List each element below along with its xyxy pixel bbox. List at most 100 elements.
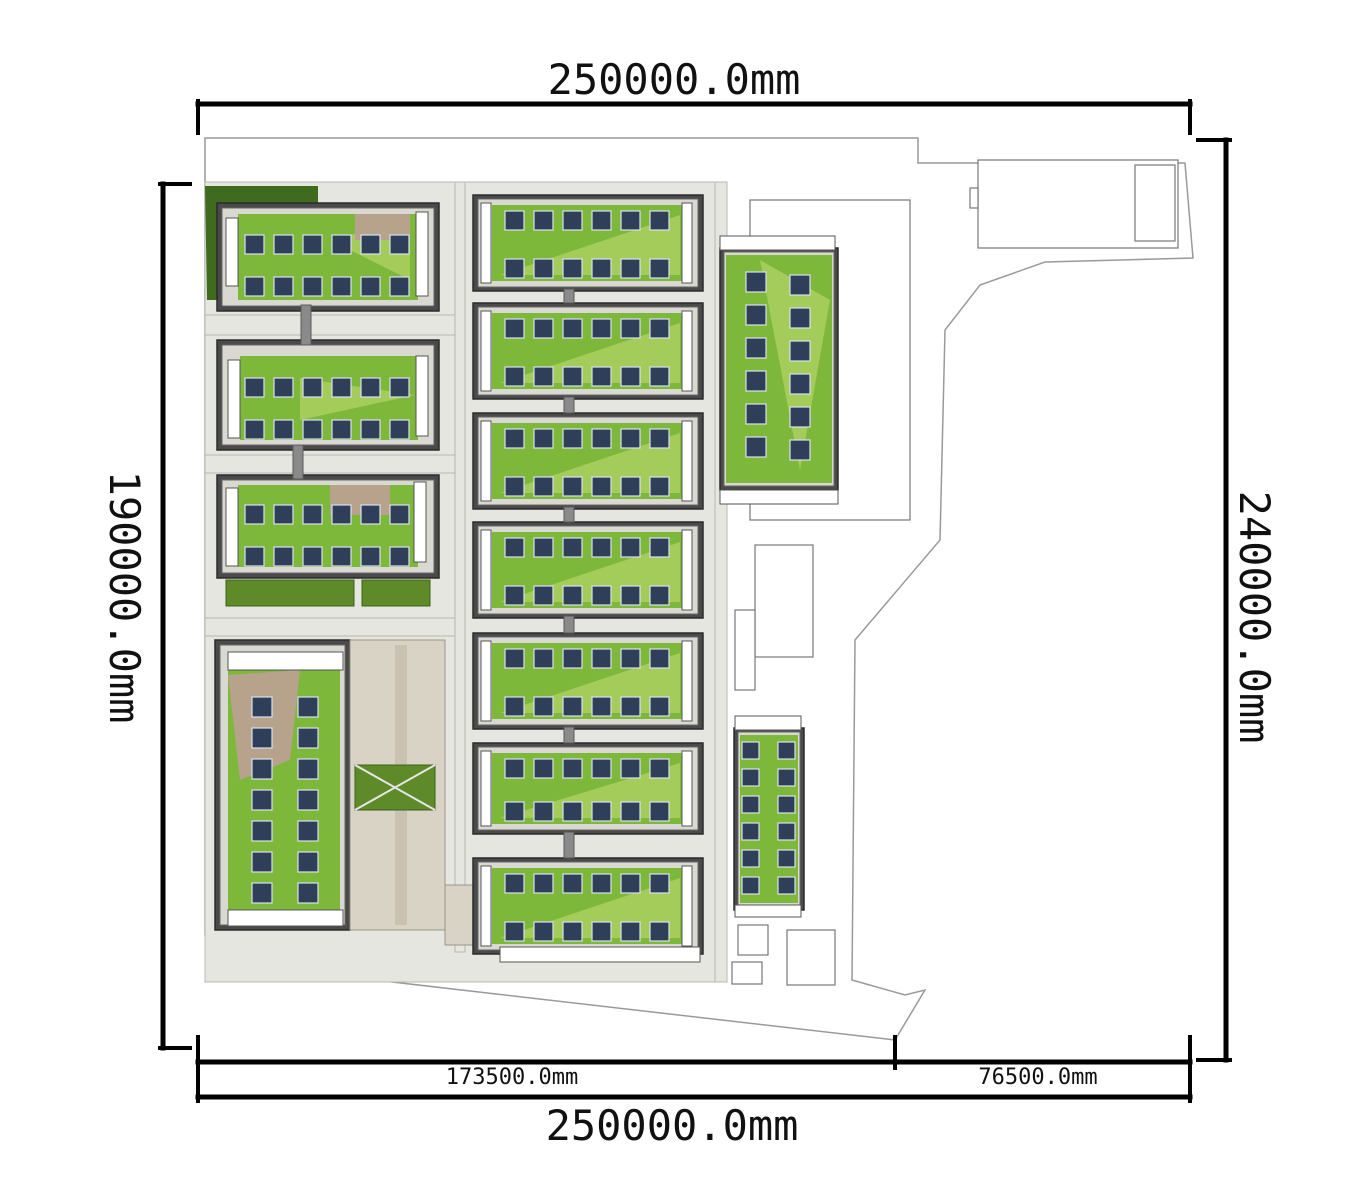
middle-building-connector	[563, 288, 575, 304]
solar-panel-unit	[745, 337, 767, 359]
solar-panel-unit	[620, 476, 641, 497]
solar-panel-unit	[649, 921, 670, 942]
solar-panel-unit	[251, 696, 273, 718]
solar-panel-unit	[591, 873, 612, 894]
solar-panel-unit	[591, 921, 612, 942]
solar-panels	[244, 210, 811, 942]
solar-panel-unit	[591, 758, 612, 779]
solar-panel-unit	[244, 276, 265, 297]
bottom-dimension-label: 250000.0mm	[546, 1101, 799, 1150]
middle-building-wing	[480, 529, 492, 611]
solar-panel-unit	[591, 648, 612, 669]
solar-panel-unit	[649, 696, 670, 717]
solar-panel-unit	[504, 921, 525, 942]
solar-panel-unit	[649, 258, 670, 279]
middle-building-wing	[681, 202, 693, 284]
solar-panel-unit	[741, 876, 760, 895]
solar-panel-unit	[504, 758, 525, 779]
middle-building-connector	[563, 396, 575, 414]
solar-panel-unit	[533, 585, 554, 606]
solar-panel-unit	[649, 318, 670, 339]
solar-panel-unit	[777, 876, 796, 895]
solar-panel-unit	[649, 648, 670, 669]
solar-panel-unit	[620, 210, 641, 231]
solar-panel-unit	[620, 366, 641, 387]
solar-panel-unit	[360, 234, 381, 255]
middle-building-wing	[480, 420, 492, 502]
solar-panel-unit	[360, 419, 381, 440]
solar-panel-unit	[620, 428, 641, 449]
solar-panel-unit	[533, 428, 554, 449]
solar-panel-unit	[504, 318, 525, 339]
solar-panel-unit	[745, 436, 767, 458]
solar-panel-unit	[562, 758, 583, 779]
solar-panel-unit	[591, 801, 612, 822]
solar-panel-unit	[789, 340, 811, 362]
solar-panel-unit	[360, 276, 381, 297]
solar-panel-unit	[741, 795, 760, 814]
solar-panel-unit	[591, 210, 612, 231]
solar-panel-unit	[562, 585, 583, 606]
solar-panel-unit	[562, 921, 583, 942]
solar-panel-unit	[591, 258, 612, 279]
solar-panel-unit	[504, 801, 525, 822]
solar-panel-unit	[591, 428, 612, 449]
solar-panel-unit	[562, 696, 583, 717]
solar-panel-unit	[620, 648, 641, 669]
solar-panel-unit	[331, 419, 352, 440]
middle-building-wing	[480, 202, 492, 284]
solar-panel-unit	[504, 476, 525, 497]
middle-building-wing	[681, 750, 693, 827]
central-plaza-strip	[349, 639, 476, 946]
solar-panel-unit	[777, 795, 796, 814]
solar-panel-unit	[649, 476, 670, 497]
middle-building-wing	[480, 865, 492, 947]
solar-panel-unit	[389, 504, 410, 525]
solar-panel-unit	[777, 768, 796, 787]
solar-panel-unit	[741, 741, 760, 760]
solar-panel-unit	[360, 377, 381, 398]
solar-panel-unit	[591, 318, 612, 339]
solar-panel-unit	[244, 546, 265, 567]
solar-panel-unit	[251, 789, 273, 811]
solar-panel-unit	[741, 768, 760, 787]
solar-panel-unit	[251, 851, 273, 873]
solar-panel-unit	[649, 801, 670, 822]
solar-panel-unit	[591, 476, 612, 497]
building-right-tall	[719, 235, 839, 505]
solar-panel-unit	[533, 210, 554, 231]
solar-panel-unit	[562, 318, 583, 339]
left-dimension-label: 190000.0mm	[100, 471, 149, 724]
right-dimension-label: 240000.0mm	[1230, 491, 1279, 744]
solar-panel-unit	[562, 537, 583, 558]
solar-panel-unit	[789, 406, 811, 428]
solar-panel-unit	[562, 873, 583, 894]
solar-panel-unit	[251, 820, 273, 842]
solar-panel-unit	[504, 210, 525, 231]
solar-panel-unit	[591, 585, 612, 606]
left-dimension: 190000.0mm	[100, 181, 192, 1051]
solar-panel-unit	[649, 210, 670, 231]
solar-panel-unit	[591, 366, 612, 387]
solar-panel-unit	[297, 851, 319, 873]
solar-panel-unit	[533, 648, 554, 669]
solar-panel-unit	[741, 822, 760, 841]
solar-panel-unit	[251, 758, 273, 780]
solar-panel-unit	[789, 274, 811, 296]
solar-panel-unit	[789, 373, 811, 395]
solar-panel-unit	[741, 849, 760, 868]
middle-building-wing	[480, 750, 492, 827]
solar-panel-unit	[562, 801, 583, 822]
solar-panel-unit	[331, 504, 352, 525]
bottom-segment-right-label: 76500.0mm	[978, 1065, 1097, 1090]
solar-panel-unit	[777, 849, 796, 868]
solar-panel-unit	[620, 801, 641, 822]
solar-panel-unit	[533, 476, 554, 497]
solar-panel-unit	[297, 820, 319, 842]
solar-panel-unit	[562, 476, 583, 497]
bottom-dimension: 250000.0mm	[195, 1066, 1193, 1150]
solar-panel-unit	[389, 546, 410, 567]
solar-panel-unit	[331, 546, 352, 567]
right-dimension: 240000.0mm	[1196, 137, 1279, 1063]
